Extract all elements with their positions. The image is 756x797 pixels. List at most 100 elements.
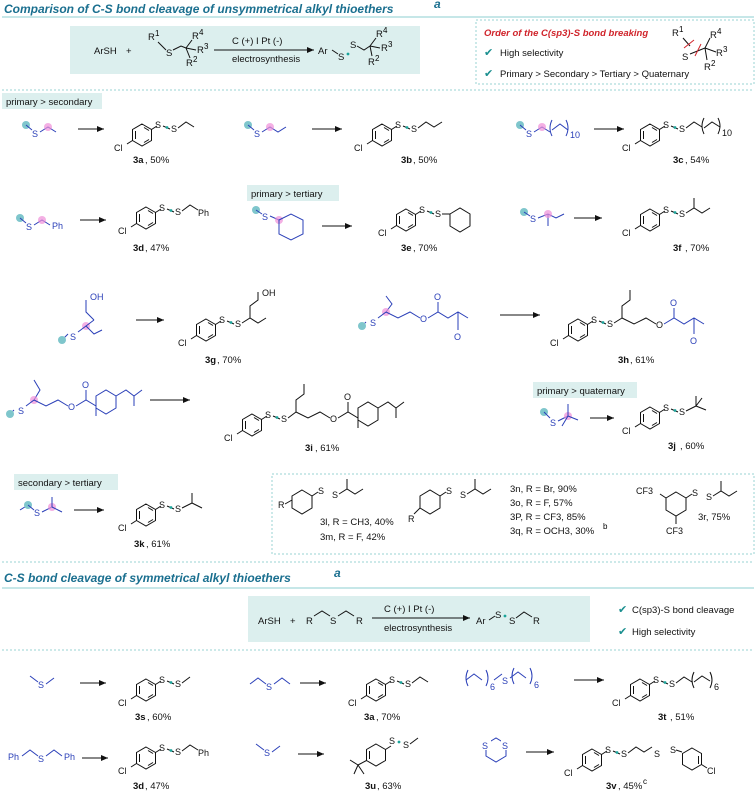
svg-text:S: S [34,508,40,518]
svg-text:Ar: Ar [476,616,486,627]
svg-text:Ph: Ph [198,748,209,758]
product-3g: Cl S S OH 3g , 70% [178,288,276,366]
svg-text:S: S [171,124,177,134]
svg-text:S: S [706,492,712,502]
scheme1-cond-bot: electrosynthesis [232,54,300,65]
svg-text:S: S [32,129,38,139]
svg-text:O: O [434,292,441,302]
svg-text:, 70%: , 70% [685,243,710,254]
svg-text:S: S [254,129,260,139]
tag-primary-tertiary: primary > tertiary [247,185,339,201]
svg-text:S: S [446,486,452,496]
svg-text:S: S [460,490,466,500]
svg-text:S: S [26,222,32,232]
svg-text:Ph: Ph [52,221,63,231]
svg-text:, 61%: , 61% [315,443,340,454]
scheme2-cond-top: C (+) I Pt (-) [384,604,434,615]
svg-text:3q, R = OCH3, 30%: 3q, R = OCH3, 30% [510,526,595,537]
svg-text:, 47%: , 47% [145,243,170,254]
svg-text:Cl: Cl [118,766,127,776]
order-item-1: High selectivity [500,48,564,59]
svg-text:3s: 3s [135,712,146,723]
svg-text:OH: OH [262,288,276,298]
check-icon-4: ✔ [618,626,627,638]
svg-text:S: S [654,749,660,759]
svg-text:S: S [663,403,669,413]
svg-text:S: S [350,40,356,51]
substrate-3g: OH S [58,292,104,344]
svg-text:S: S [389,675,395,685]
svg-text:3: 3 [388,40,393,49]
svg-text:3a: 3a [133,155,144,166]
svg-text:O: O [656,320,663,330]
svg-text:Cl: Cl [622,228,631,238]
svg-text:S: S [159,675,165,685]
product-3a: Cl S S 3a , 50% [114,120,195,166]
svg-text:S: S [175,207,181,217]
svg-text:3b: 3b [401,155,412,166]
svg-text:c: c [643,777,647,786]
svg-text:S: S [395,120,401,130]
svg-text:S: S [370,318,376,328]
svg-text:6: 6 [534,680,539,690]
substrate-3d: S Ph [16,214,63,232]
svg-text:S: S [330,616,336,627]
product-3f: Cl S S 3f , 70% [622,198,711,254]
product-3h: Cl S S O O O 3h , 61% [550,290,705,366]
svg-text:, 63%: , 63% [377,781,402,792]
svg-text:S: S [159,500,165,510]
svg-text:4: 4 [717,27,722,36]
svg-text:S: S [70,332,76,342]
substrate-3i: S O O [6,379,143,418]
product-3v: Cl S S S S Cl 3v , 45% c [564,745,716,792]
substrate-3r: CF3 CF3 S S 3r, 75% [636,481,738,536]
svg-text:S: S [281,414,287,424]
svg-text:R: R [704,62,711,73]
svg-text:Cl: Cl [178,338,187,348]
svg-text:3a: 3a [364,712,375,723]
product-3k: Cl S S 3k , 61% [118,493,203,550]
svg-text:Cl: Cl [348,698,357,708]
svg-text:S: S [338,52,344,63]
svg-text:S: S [679,209,685,219]
scheme2-thioether: R S R [306,610,363,627]
svg-text:S: S [175,679,181,689]
svg-text:R: R [408,514,415,524]
svg-text:O: O [690,336,697,346]
svg-text:R: R [186,58,193,69]
svg-text:3c: 3c [673,155,684,166]
svg-text:, 70%: , 70% [376,712,401,723]
svg-text:3d: 3d [133,781,144,792]
svg-text:Cl: Cl [118,226,127,236]
svg-text:Cl: Cl [550,338,559,348]
svg-text:R: R [381,43,388,54]
order-title: Order of the C(sp3)-S bond breaking [484,28,648,39]
svg-text:CF3: CF3 [636,486,653,496]
svg-text:O: O [82,380,89,390]
product-3d: Cl S S Ph 3d , 47% [118,203,209,254]
product-3i: Cl S S O O 3i , 61% [224,384,405,454]
svg-text:S: S [389,736,395,746]
check-item-1: C(sp3)-S bond cleavage [632,605,734,616]
check-icon-2: ✔ [484,68,493,80]
svg-text:S: S [605,745,611,755]
svg-text:O: O [344,392,351,402]
svg-text:S: S [550,418,556,428]
scheme2-reagent: ArSH [258,616,281,627]
svg-text:4: 4 [383,26,388,35]
svg-text:S: S [653,675,659,685]
section1-title: Comparison of C-S bond cleavage of unsym… [4,2,394,16]
svg-text:, 61%: , 61% [630,355,655,366]
svg-text:Cl: Cl [622,143,631,153]
substrate-3u: S [255,743,281,758]
scheme2-product: Ar S S R [476,610,540,627]
svg-text:Cl: Cl [622,426,631,436]
svg-text:S: S [318,486,324,496]
svg-text:S: S [405,679,411,689]
svg-text:primary > secondary: primary > secondary [6,97,93,108]
svg-text:Cl: Cl [378,228,387,238]
svg-text:R: R [197,45,204,56]
product-3e: Cl S S 3e , 70% [378,205,471,254]
svg-text:S: S [159,203,165,213]
